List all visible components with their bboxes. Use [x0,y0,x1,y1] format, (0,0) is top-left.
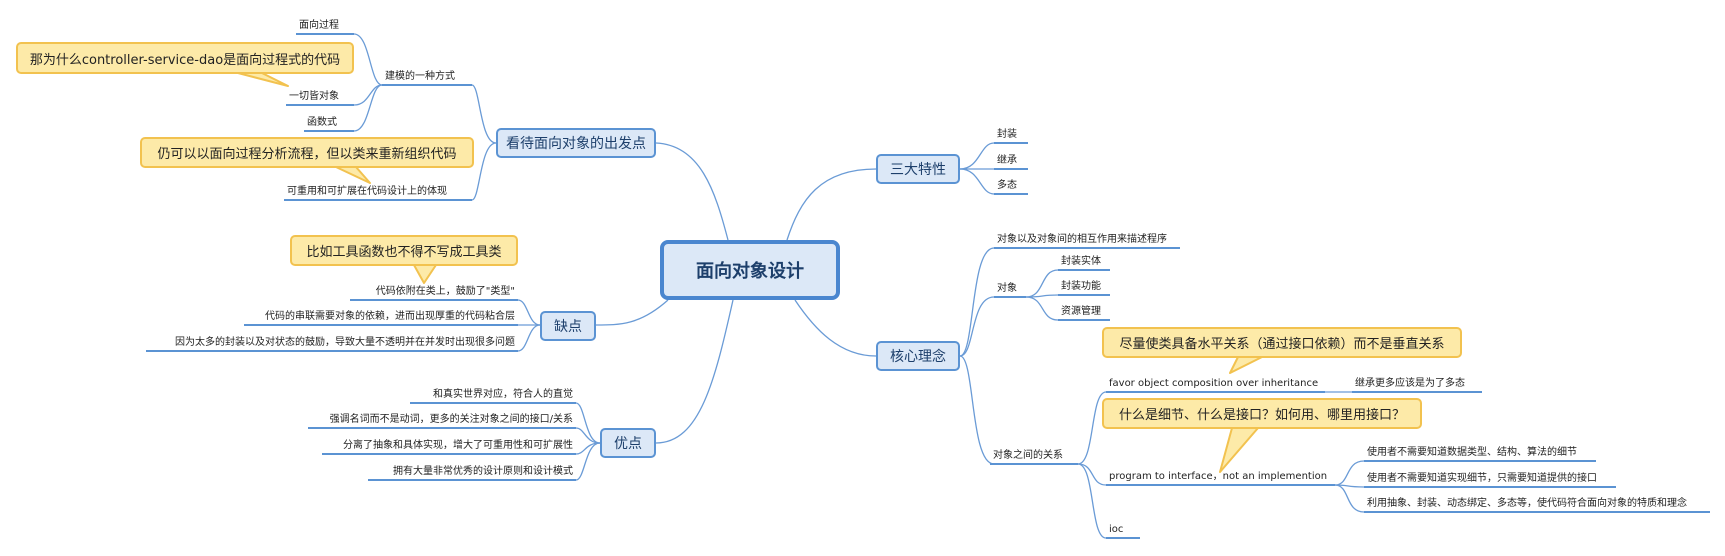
callout-controller-service-dao[interactable]: 那为什么controller-service-dao是面向过程式的代码 [16,42,354,74]
leaf-modeling-procedural[interactable]: 面向过程 [296,18,354,35]
leaf-rel-composition[interactable]: favor object composition over inheritanc… [1106,376,1325,393]
leaf-pros-3[interactable]: 分离了抽象和具体实现，增大了可重用性和可扩展性 [322,438,576,455]
link-object-1 [1025,269,1059,298]
link-core-object [959,296,995,357]
link-root-pros [655,299,734,444]
leaf-modeling-functional[interactable]: 函数式 [304,115,354,132]
leaf-reuse[interactable]: 可重用和可扩展在代码设计上的体现 [284,184,472,201]
link-pros-4 [575,442,601,481]
leaf-rel-ioc[interactable]: ioc [1106,522,1140,539]
link-modeling-1 [353,33,383,86]
leaf-cons-3[interactable]: 因为太多的封装以及对状态的鼓励，导致大量不透明并在并发时出现很多问题 [146,335,518,352]
callout-tail-1 [237,72,289,87]
leaf-object-entity[interactable]: 封装实体 [1058,254,1110,271]
callout-tail-5 [1219,427,1259,473]
link-viewpoint-modeling [471,84,497,144]
callout-horizontal-relation[interactable]: 尽量使类具备水平关系（通过接口依赖）而不是垂直关系 [1102,327,1462,358]
leaf-feature-encapsulation[interactable]: 封装 [994,127,1028,144]
leaf-core-relations[interactable]: 对象之间的关系 [990,448,1078,465]
link-root-features [786,168,877,241]
leaf-int-2[interactable]: 使用者不需要知道实现细节，只需要知道提供的接口 [1364,471,1616,488]
link-int-1 [1334,460,1365,486]
leaf-int-1[interactable]: 使用者不需要知道数据类型、结构、算法的细节 [1364,445,1596,462]
callout-tail-3 [413,264,437,284]
link-cons-3 [517,324,541,352]
leaf-modeling[interactable]: 建模的一种方式 [382,69,472,86]
leaf-pros-2[interactable]: 强调名词而不是动词，更多的关注对象之间的接口/关系 [308,412,576,429]
leaf-feature-inheritance[interactable]: 继承 [994,153,1028,170]
callout-tail-2 [335,166,371,184]
branch-features[interactable]: 三大特性 [876,154,960,184]
leaf-feature-polymorphism[interactable]: 多态 [994,178,1028,195]
leaf-comp-child[interactable]: 继承更多应该是为了多态 [1352,376,1482,393]
leaf-modeling-object[interactable]: 一切皆对象 [286,89,354,106]
branch-viewpoint[interactable]: 看待面向对象的出发点 [496,128,656,158]
link-core-describe [959,247,995,357]
leaf-pros-1[interactable]: 和真实世界对应，符合人的直觉 [410,387,576,404]
link-root-cons [595,299,669,326]
link-int-3 [1334,484,1365,513]
link-viewpoint-reuse [471,142,497,201]
link-cons-1 [517,299,541,326]
root-node[interactable]: 面向对象设计 [660,240,840,300]
branch-pros[interactable]: 优点 [600,428,656,458]
link-core-relations [959,355,995,465]
callout-utility-class[interactable]: 比如工具函数也不得不写成工具类 [290,235,518,266]
leaf-object-resource[interactable]: 资源管理 [1058,304,1110,321]
leaf-core-object[interactable]: 对象 [994,281,1026,298]
leaf-cons-1[interactable]: 代码依附在类上，鼓励了"类型" [350,284,518,301]
leaf-cons-2[interactable]: 代码的串联需要对象的依赖，进而出现厚重的代码粘合层 [244,309,518,326]
link-modeling-3 [353,84,383,132]
leaf-core-describe[interactable]: 对象以及对象间的相互作用来描述程序 [994,232,1180,249]
link-root-viewpoint [655,142,729,241]
leaf-pros-4[interactable]: 拥有大量非常优秀的设计原则和设计模式 [368,464,576,481]
callout-procedural-analysis[interactable]: 仍可以以面向过程分析流程，但以类来重新组织代码 [140,137,474,168]
branch-cons[interactable]: 缺点 [540,311,596,341]
leaf-int-3[interactable]: 利用抽象、封装、动态绑定、多态等，使代码符合面向对象的特质和理念 [1364,496,1710,513]
link-object-3 [1025,296,1059,321]
link-rel-ioc [1077,463,1107,539]
link-root-core [794,299,877,357]
link-feat-1 [959,142,995,170]
link-rel-composition [1077,391,1107,465]
leaf-rel-interface[interactable]: program to interface，not an implemention [1106,469,1335,486]
leaf-object-function[interactable]: 封装功能 [1058,279,1110,296]
link-pros-1 [575,402,601,444]
callout-tail-4 [1229,356,1263,374]
link-feat-3 [959,168,995,195]
branch-core[interactable]: 核心理念 [876,341,960,371]
callout-detail-interface[interactable]: 什么是细节、什么是接口？如何用、哪里用接口？ [1102,398,1422,429]
